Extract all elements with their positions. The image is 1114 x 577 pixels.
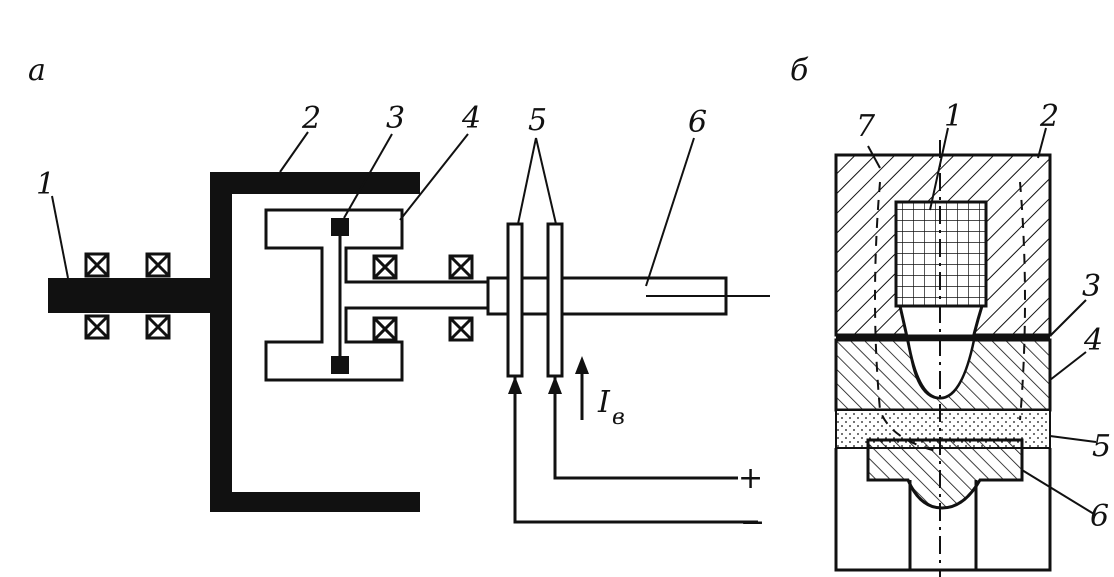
panel-a-labels xyxy=(51,131,695,287)
plus-sign: + xyxy=(738,461,763,496)
base-recess xyxy=(908,480,978,570)
lead-plus-arrow xyxy=(548,376,562,394)
current-arrowhead xyxy=(575,356,589,374)
panel-b-labels xyxy=(867,127,1097,515)
panel-b-label: б xyxy=(790,53,809,88)
label-a-4: 4 xyxy=(461,101,481,136)
minus-sign: − xyxy=(740,505,765,540)
label-b-5: 5 xyxy=(1092,429,1111,464)
rotor-block-bottom xyxy=(331,356,349,374)
base xyxy=(834,448,1052,572)
current-subscript: в xyxy=(612,405,625,430)
lead-plus xyxy=(553,376,738,480)
inner-rotor xyxy=(264,208,502,382)
shaft xyxy=(48,278,218,313)
label-a-6: 6 xyxy=(688,105,707,140)
label-a-1: 1 xyxy=(36,167,55,202)
lead-minus-arrow xyxy=(508,376,522,394)
label-b-6: 6 xyxy=(1090,499,1109,534)
rotor-block-top xyxy=(331,218,349,236)
shaft-bearings xyxy=(84,252,171,340)
outer-housing xyxy=(210,172,420,512)
current-symbol: I xyxy=(597,385,611,420)
slip-ring-1 xyxy=(506,222,524,378)
slip-ring-2 xyxy=(546,222,564,378)
label-a-2: 2 xyxy=(301,101,321,136)
dashed-contour xyxy=(874,181,1026,453)
label-b-2: 2 xyxy=(1039,99,1059,134)
label-b-7: 7 xyxy=(856,109,876,144)
label-a-5: 5 xyxy=(528,103,547,138)
panel-a: а xyxy=(28,53,770,540)
label-a-3: 3 xyxy=(386,101,405,136)
label-b-3: 3 xyxy=(1082,269,1101,304)
label-b-1: 1 xyxy=(944,99,963,134)
lower-plate xyxy=(866,438,1024,510)
inner-bearings xyxy=(372,254,474,342)
lead-minus xyxy=(513,376,758,524)
label-b-4: 4 xyxy=(1083,323,1103,358)
panel-b: б 7 1 2 xyxy=(790,53,1111,577)
panel-a-label: а xyxy=(28,53,46,88)
